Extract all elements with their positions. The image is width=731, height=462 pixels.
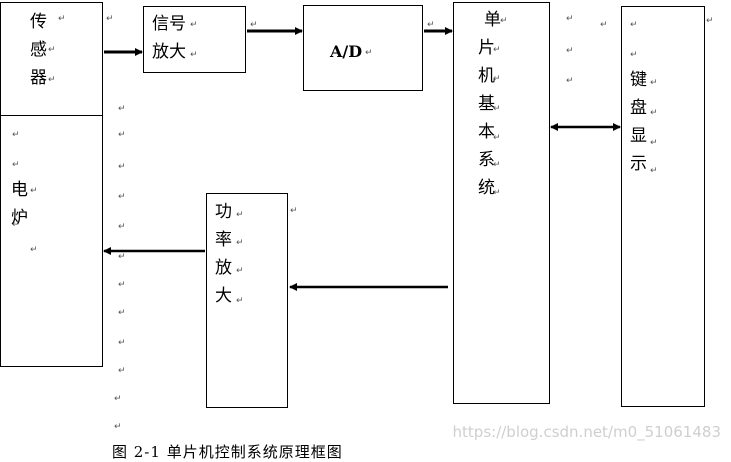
- adc-block: [303, 5, 423, 91]
- paragraph-mark: ↵: [12, 220, 20, 230]
- paragraph-mark: ↵: [12, 130, 20, 140]
- paragraph-mark: ↵: [118, 222, 126, 232]
- paragraph-mark: ↵: [30, 245, 38, 255]
- power-amp-char-2: 率: [215, 230, 232, 250]
- paragraph-mark: ↵: [493, 74, 501, 84]
- paragraph-mark: ↵: [493, 133, 501, 143]
- paragraph-mark: ↵: [114, 394, 122, 404]
- paragraph-mark: ↵: [118, 338, 126, 348]
- paragraph-mark: ↵: [190, 20, 198, 30]
- stove-char-2: 炉: [11, 208, 28, 228]
- paragraph-mark: ↵: [630, 20, 638, 30]
- mcu-char-4: 基: [478, 94, 495, 114]
- paragraph-mark: ↵: [650, 108, 658, 118]
- paragraph-mark: ↵: [48, 45, 56, 55]
- paragraph-mark: ↵: [493, 160, 501, 170]
- paragraph-mark: ↵: [427, 20, 435, 30]
- paragraph-mark: ↵: [118, 280, 126, 290]
- paragraph-mark: ↵: [650, 138, 658, 148]
- sensor-char-2: 感: [30, 40, 47, 60]
- power-amp-char-1: 功: [215, 202, 232, 222]
- arrow-layer: [103, 27, 621, 291]
- paragraph-mark: ↵: [114, 422, 122, 432]
- paragraph-mark: ↵: [118, 130, 126, 140]
- paragraph-mark: ↵: [650, 166, 658, 176]
- amplifier-label: 信号 放大: [152, 10, 186, 66]
- paragraph-mark: ↵: [118, 308, 126, 318]
- paragraph-mark: ↵: [58, 14, 66, 24]
- paragraph-mark: ↵: [706, 16, 714, 26]
- sensor-block: [0, 2, 103, 116]
- kd-char-4: 示: [630, 154, 647, 174]
- paragraph-mark: ↵: [190, 50, 198, 60]
- paragraph-mark: ↵: [118, 192, 126, 202]
- paragraph-mark: ↵: [48, 75, 56, 85]
- paragraph-mark: ↵: [236, 266, 244, 276]
- mcu-char-5: 本: [478, 122, 495, 142]
- mcu-char-1: 单: [484, 10, 501, 30]
- keyboard-display-block: [621, 6, 705, 407]
- keyboard-display-label: 键 盘 显 示: [630, 66, 647, 178]
- paragraph-mark: ↵: [12, 160, 20, 170]
- paragraph-mark: ↵: [30, 186, 38, 196]
- power-amp-block: [206, 193, 288, 408]
- power-amp-label: 功 率 放 大: [215, 198, 232, 310]
- mcu-block: [453, 2, 550, 404]
- watermark: https://blog.csdn.net/m0_51061483: [452, 423, 721, 441]
- paragraph-mark: ↵: [236, 238, 244, 248]
- mcu-char-6: 系: [478, 150, 495, 170]
- amplifier-line-1: 信号: [152, 14, 186, 34]
- sensor-char-1: 传: [30, 12, 47, 32]
- paragraph-mark: ↵: [493, 45, 501, 55]
- sensor-char-3: 器: [30, 68, 47, 88]
- power-amp-char-3: 放: [215, 258, 232, 278]
- paragraph-mark: ↵: [118, 252, 126, 262]
- kd-char-1: 键: [630, 70, 647, 90]
- kd-char-2: 盘: [630, 98, 647, 118]
- paragraph-mark: ↵: [250, 20, 258, 30]
- paragraph-mark: ↵: [118, 162, 126, 172]
- stove-block: [0, 115, 103, 367]
- paragraph-mark: ↵: [650, 78, 658, 88]
- power-amp-char-4: 大: [215, 286, 232, 306]
- paragraph-mark: ↵: [630, 50, 638, 60]
- paragraph-mark: ↵: [365, 48, 373, 58]
- paragraph-mark: ↵: [118, 104, 126, 114]
- mcu-label: 单 片 机 基 本 系 统: [478, 6, 501, 202]
- paragraph-mark: ↵: [236, 210, 244, 220]
- paragraph-mark: ↵: [493, 188, 501, 198]
- sensor-label: 传 感 器: [30, 8, 47, 92]
- stove-char-1: 电: [11, 180, 28, 200]
- paragraph-mark: ↵: [566, 76, 574, 86]
- paragraph-mark: ↵: [566, 14, 574, 24]
- stove-label: 电 炉: [11, 176, 28, 232]
- adc-label: A/D: [330, 42, 363, 61]
- paragraph-mark: ↵: [493, 104, 501, 114]
- amplifier-block: [143, 6, 246, 73]
- mcu-char-2: 片: [478, 38, 495, 58]
- figure-caption: 图 2-1 单片机控制系统原理框图: [112, 443, 343, 461]
- kd-char-3: 显: [630, 126, 647, 146]
- paragraph-mark: ↵: [600, 20, 608, 30]
- paragraph-mark: ↵: [118, 366, 126, 376]
- paragraph-mark: ↵: [566, 46, 574, 56]
- paragraph-mark: ↵: [500, 16, 508, 26]
- paragraph-mark: ↵: [290, 206, 298, 216]
- mcu-char-3: 机: [478, 66, 495, 86]
- amplifier-line-2: 放大: [152, 42, 186, 62]
- paragraph-mark: ↵: [236, 296, 244, 306]
- paragraph-mark: ↵: [106, 14, 114, 24]
- mcu-char-7: 统: [478, 178, 495, 198]
